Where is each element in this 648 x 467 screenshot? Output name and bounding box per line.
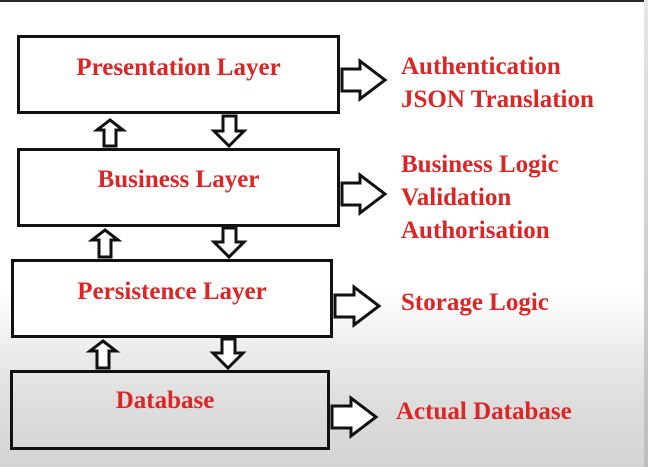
down-arrow-icon	[210, 114, 248, 149]
responsibility-business-logic: Business Logic	[401, 151, 559, 178]
business-layer-box: Business Layer	[17, 148, 340, 227]
responsibility-authorisation: Authorisation	[401, 217, 550, 244]
presentation-responsibilities: Authentication JSON Translation	[401, 50, 594, 116]
up-arrow-icon	[87, 228, 123, 259]
right-edge-shadow	[644, 0, 648, 467]
presentation-layer-box: Presentation Layer	[17, 35, 340, 114]
database-label: Database	[115, 387, 215, 414]
top-edge-line	[0, 0, 648, 2]
presentation-layer-label: Presentation Layer	[76, 53, 281, 81]
responsibility-validation: Validation	[401, 184, 512, 211]
down-arrow-icon	[209, 337, 247, 371]
right-arrow-icon	[340, 57, 388, 103]
persistence-layer-box: Persistence Layer	[11, 259, 333, 338]
business-responsibilities: Business Logic Validation Authorisation	[401, 148, 559, 247]
responsibility-storage-logic: Storage Logic	[401, 289, 549, 316]
database-box: Database	[10, 370, 330, 450]
persistence-layer-label: Persistence Layer	[77, 277, 267, 305]
up-arrow-icon	[85, 339, 121, 370]
right-arrow-icon	[330, 394, 379, 440]
responsibility-json-translation: JSON Translation	[401, 86, 594, 113]
database-responsibilities: Actual Database	[396, 395, 572, 428]
right-arrow-icon	[340, 171, 388, 217]
down-arrow-icon	[210, 226, 248, 260]
up-arrow-icon	[92, 118, 128, 148]
responsibility-actual-database: Actual Database	[396, 398, 572, 425]
right-arrow-icon	[333, 283, 382, 329]
responsibility-authentication: Authentication	[401, 53, 561, 80]
business-layer-label: Business Layer	[97, 165, 260, 193]
persistence-responsibilities: Storage Logic	[401, 286, 549, 319]
